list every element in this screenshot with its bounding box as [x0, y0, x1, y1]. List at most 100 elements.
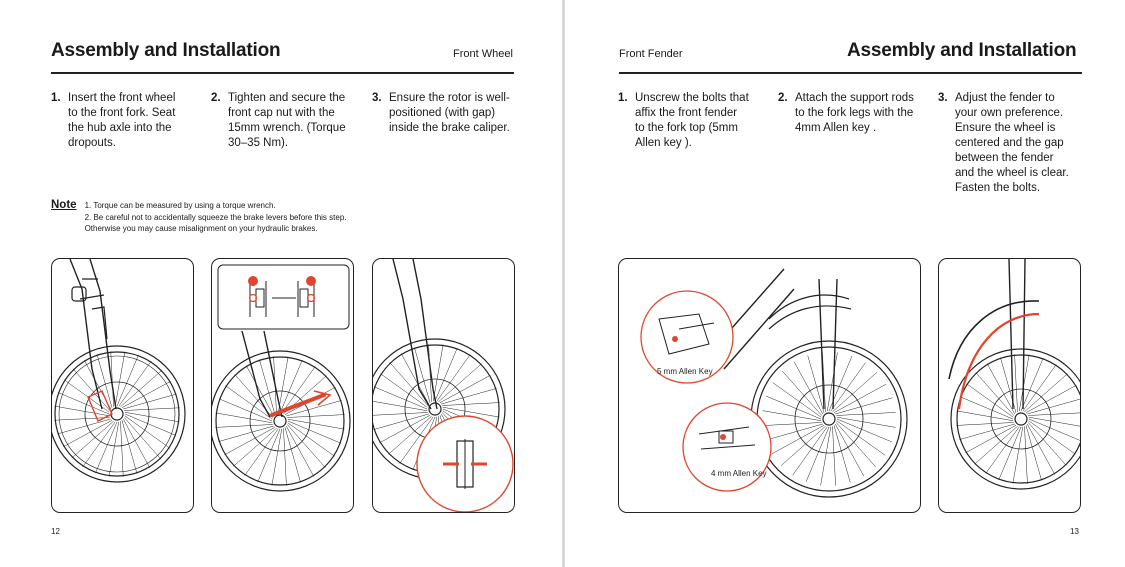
wheel-spoke — [233, 428, 277, 467]
wheel-spoke — [399, 416, 434, 464]
step-3: 3. Ensure the rotor is well- positioned … — [372, 91, 532, 136]
header-rule — [619, 72, 1082, 74]
step-text: Unscrew the bolts that affix the front f… — [635, 92, 749, 149]
wheel-spoke — [373, 401, 428, 412]
page-number: 12 — [51, 527, 60, 536]
step-number: 2. — [211, 92, 221, 104]
wheel-spoke — [985, 426, 1020, 474]
wheel-spoke — [998, 426, 1022, 481]
wheel-spoke — [1028, 420, 1076, 455]
wheel-spoke — [224, 427, 276, 456]
wheel-spoke — [414, 347, 431, 403]
wheel-spoke — [762, 422, 822, 426]
wheel-spoke — [116, 354, 139, 407]
caliper-drawing — [373, 259, 514, 512]
wheel-spoke — [218, 398, 273, 422]
wheel-spoke — [54, 417, 110, 421]
wheel-spoke — [835, 397, 893, 415]
wheel-spoke — [286, 400, 342, 417]
wheel-spoke — [986, 363, 1015, 415]
wheel-spoke — [780, 426, 826, 466]
wheel-spoke — [1024, 373, 1068, 412]
illustration-fender-bolts: 5 mm Allen Key 4 mm Allen Key — [618, 258, 921, 513]
wheel-spoke — [215, 424, 273, 428]
wheel-spoke — [71, 421, 114, 459]
wheel-spoke — [1028, 418, 1080, 441]
wheel-spoke — [215, 412, 273, 424]
wheel-spoke — [1027, 423, 1056, 475]
wheel-spoke — [828, 355, 853, 412]
wheel-spoke — [287, 424, 326, 468]
wheel-spoke — [124, 411, 180, 423]
wheel-spoke — [287, 422, 335, 457]
wheel-spoke — [439, 374, 491, 403]
step-number: 2. — [778, 92, 788, 104]
page-number: 13 — [1070, 527, 1079, 536]
wheel-spoke — [965, 425, 1017, 454]
wheel-spoke — [830, 362, 866, 412]
step-2: 2. Tighten and secure the front cap nut … — [211, 91, 371, 151]
step-1: 1. Insert the front wheel to the front f… — [51, 91, 211, 151]
wheel-spoke — [373, 413, 429, 430]
wheel-spoke — [110, 351, 114, 407]
wheel-spoke — [966, 383, 1014, 418]
wheel-spoke — [959, 396, 1014, 420]
wheel-spoke — [833, 383, 887, 413]
left-page: Assembly and Installation Front Wheel 1.… — [0, 0, 562, 567]
wheel-spoke — [244, 428, 279, 476]
wheel-spoke — [123, 393, 177, 410]
wheel-spoke — [832, 372, 878, 412]
wheel-spoke — [792, 426, 828, 476]
wheel-spoke — [72, 368, 110, 411]
wheel-spoke — [1018, 354, 1030, 412]
wheel-spoke — [782, 370, 822, 416]
callout-4mm: 4 mm Allen Key — [711, 469, 767, 478]
wheel-spoke — [762, 410, 822, 422]
wheel-spoke — [277, 356, 289, 414]
wheel-spoke — [96, 354, 113, 408]
wheel-spoke — [54, 405, 110, 417]
callout-5mm: 5 mm Allen Key — [657, 367, 713, 376]
wheel-spoke — [118, 360, 152, 407]
section-label: Front Fender — [619, 48, 683, 60]
wheel-spoke — [442, 402, 500, 406]
wheel-spoke — [271, 428, 283, 486]
step-number: 1. — [51, 92, 61, 104]
wheel-spoke — [281, 366, 316, 414]
wheel-spoke — [771, 425, 825, 455]
book-spine — [562, 0, 565, 567]
wheel-spoke — [836, 416, 896, 428]
wheel-spoke — [959, 423, 1015, 440]
wheel-spoke — [826, 352, 838, 412]
wheel-spoke — [121, 380, 171, 408]
step-text: Ensure the rotor is well- positioned (wi… — [389, 92, 510, 134]
wheel-spoke — [283, 428, 287, 486]
wheel-spoke — [124, 413, 177, 436]
wheel-spoke — [373, 386, 428, 410]
wheel-spoke — [63, 420, 113, 448]
wheel-spoke — [388, 416, 432, 455]
wheel-spoke — [442, 406, 500, 418]
wheel-spoke — [1024, 426, 1028, 484]
wheel-spoke — [389, 362, 428, 406]
wheel-spoke — [1020, 357, 1044, 412]
wheel-spoke — [120, 421, 124, 477]
illustration-adjust-fender — [938, 258, 1081, 513]
wheel-spoke — [822, 352, 826, 412]
wheel-spoke — [287, 418, 345, 430]
step-number: 3. — [372, 92, 382, 104]
wheel-spoke — [956, 410, 1014, 422]
page-title: Assembly and Installation — [51, 40, 281, 61]
wheel-spoke — [124, 415, 171, 449]
wheel-spoke — [765, 395, 822, 420]
wheel-spoke — [836, 420, 886, 456]
wheel-spoke — [805, 426, 830, 483]
wheel-spoke — [1022, 364, 1057, 412]
wheel-spoke — [124, 407, 180, 411]
wheel-spoke — [373, 412, 428, 416]
wheel-spoke — [956, 422, 1014, 426]
wheel-spoke — [836, 418, 893, 443]
wheel-spoke — [835, 423, 865, 477]
wheel-spoke — [380, 373, 428, 408]
wheel-spoke — [82, 421, 116, 468]
